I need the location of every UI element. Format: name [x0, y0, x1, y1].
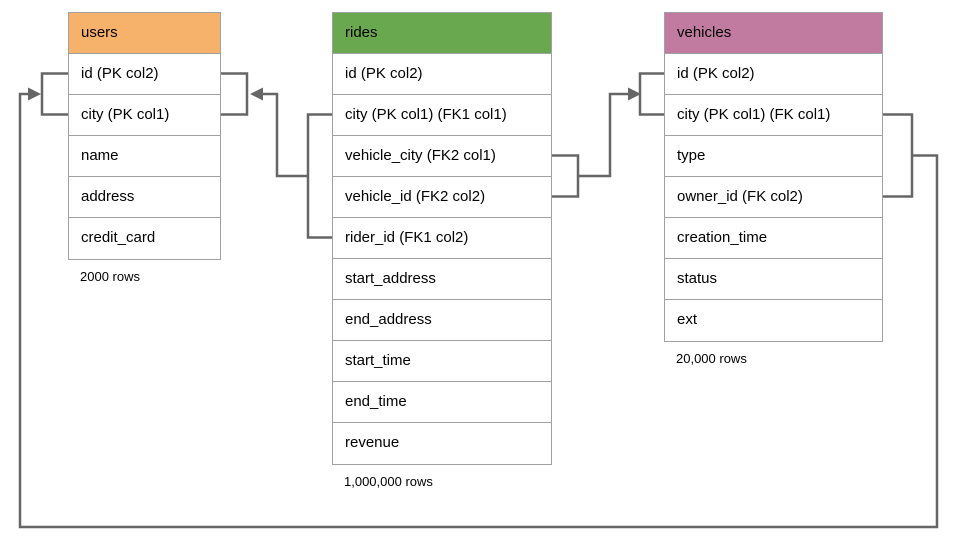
table-row-rides-6: end_address	[333, 300, 551, 341]
table-row-rides-1: city (PK col1) (FK1 col1)	[333, 95, 551, 136]
table-row-users-0: id (PK col2)	[69, 54, 220, 95]
table-row-vehicles-6: ext	[665, 300, 882, 341]
fk1-arrowhead-icon	[250, 87, 263, 101]
table-row-vehicles-1: city (PK col1) (FK col1)	[665, 95, 882, 136]
table-row-vehicles-0: id (PK col2)	[665, 54, 882, 95]
fk1-link-line	[258, 92, 308, 178]
table-row-users-2: name	[69, 136, 220, 177]
fk2-vehicles-bracket	[638, 72, 665, 116]
fk2-link-line	[578, 92, 632, 178]
table-row-rides-5: start_address	[333, 259, 551, 300]
table-header-vehicles: vehicles	[665, 13, 882, 54]
table-row-rides-7: start_time	[333, 341, 551, 382]
table-row-rides-2: vehicle_city (FK2 col1)	[333, 136, 551, 177]
fk-arrowhead-icon	[28, 87, 41, 101]
fk2-rides-bracket	[551, 154, 580, 198]
table-row-rides-3: vehicle_id (FK2 col2)	[333, 177, 551, 218]
fk1-users-bracket	[221, 72, 249, 116]
table-row-users-1: city (PK col1)	[69, 95, 220, 136]
table-row-rides-0: id (PK col2)	[333, 54, 551, 95]
row-count-label-rides: 1,000,000 rows	[344, 474, 433, 489]
row-count-label-vehicles: 20,000 rows	[676, 351, 747, 366]
table-row-rides-8: end_time	[333, 382, 551, 423]
table-header-users: users	[69, 13, 220, 54]
table-row-rides-4: rider_id (FK1 col2)	[333, 218, 551, 259]
table-row-users-4: credit_card	[69, 218, 220, 259]
fk-users-bracket	[40, 72, 68, 116]
table-row-rides-9: revenue	[333, 423, 551, 464]
row-count-label-users: 2000 rows	[80, 269, 140, 284]
table-row-vehicles-2: type	[665, 136, 882, 177]
table-header-rides: rides	[333, 13, 551, 54]
table-row-users-3: address	[69, 177, 220, 218]
fk1-rides-bracket	[306, 113, 334, 239]
fk1-rides-to-users-connector	[221, 72, 334, 239]
fk2-arrowhead-icon	[628, 87, 641, 101]
fk-vehicles-bracket	[882, 113, 914, 198]
fk2-rides-to-vehicles-connector	[551, 72, 665, 198]
table-row-vehicles-3: owner_id (FK col2)	[665, 177, 882, 218]
table-row-vehicles-4: creation_time	[665, 218, 882, 259]
table-row-vehicles-5: status	[665, 259, 882, 300]
